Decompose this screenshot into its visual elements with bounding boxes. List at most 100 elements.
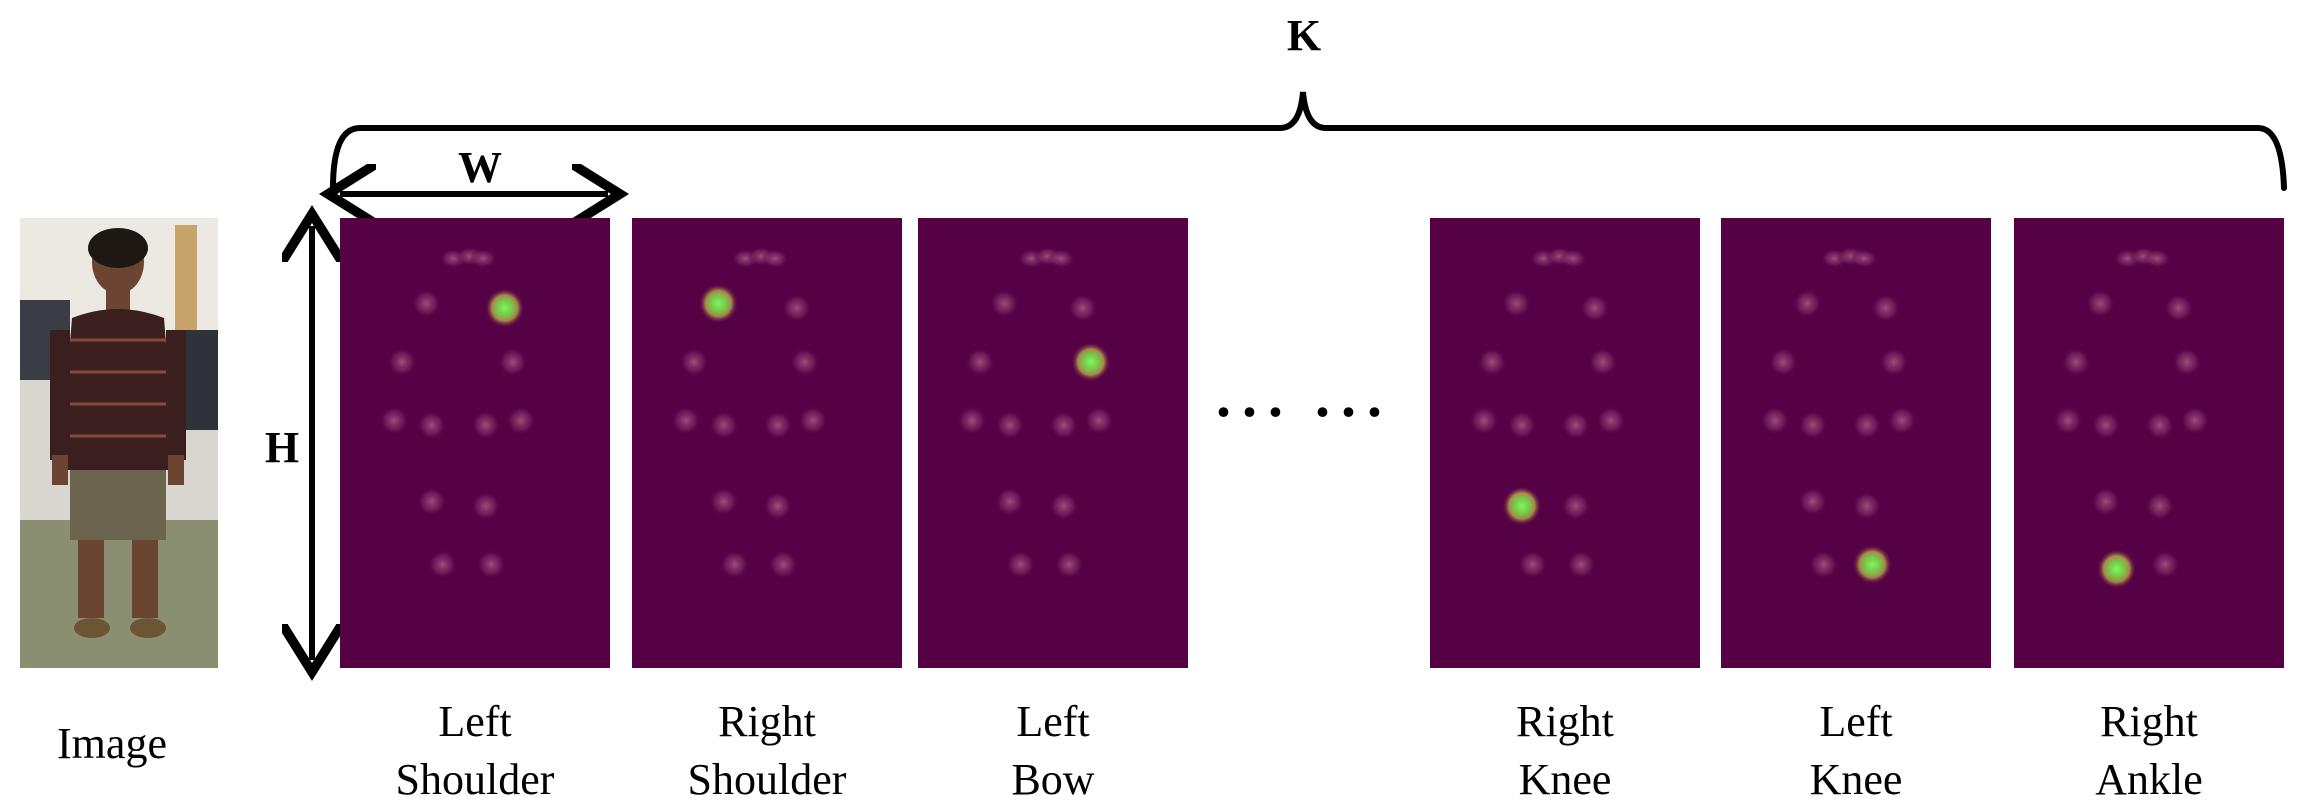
heatmap-background [1721, 218, 1991, 668]
active-joint-peak [1852, 544, 1893, 585]
joint-blob [671, 405, 701, 436]
heatmap-caption-bottom: Shoulder [688, 755, 847, 804]
heatmap-caption-bottom: Knee [1519, 755, 1612, 804]
joint-blob [1560, 491, 1591, 521]
joint-blob [1851, 491, 1882, 521]
face-blob [1047, 248, 1076, 269]
joint-blob [505, 405, 536, 436]
joint-blob [1477, 347, 1508, 377]
joint-blob [416, 410, 447, 440]
joint-blob [2163, 293, 2194, 323]
heatmap-caption-bottom: Shoulder [396, 755, 555, 804]
joint-blob [2085, 288, 2116, 319]
heatmap-caption-top: Left [1819, 697, 1892, 746]
joint-blob [1048, 491, 1079, 521]
joint-blob [2179, 405, 2210, 436]
joint-blob [1566, 549, 1597, 580]
heatmap-background [340, 218, 610, 668]
heatmap-background [632, 218, 902, 668]
face-blob [1559, 248, 1588, 269]
joint-blob [1067, 293, 1098, 323]
joint-blob [416, 486, 447, 517]
joint-blob [994, 486, 1025, 517]
joint-blob [2053, 405, 2083, 436]
joint-blob [427, 549, 458, 580]
face-blob [761, 248, 790, 269]
joint-blob [1760, 405, 1790, 436]
heatmap-caption-top: Right [718, 697, 816, 746]
heatmap-caption-bottom: Bow [1011, 755, 1094, 804]
joint-blob [2061, 347, 2092, 377]
ellipsis: ··· ··· [1213, 379, 1390, 445]
heatmap-caption-bottom: Ankle [2095, 755, 2203, 804]
joint-blob [957, 405, 987, 436]
joint-blob [476, 549, 507, 580]
face-blob [469, 248, 498, 269]
joint-blob [1595, 405, 1626, 436]
heatmap-caption-top: Right [1516, 697, 1614, 746]
joint-blob [470, 410, 501, 440]
k-label: K [1287, 11, 1321, 60]
active-joint-peak [2096, 549, 2137, 589]
heatmap-caption-bottom: Knee [1810, 755, 1903, 804]
joint-blob [411, 288, 442, 319]
joint-blob [1870, 293, 1901, 323]
heatmap-caption-top: Left [438, 697, 511, 746]
joint-blob [719, 549, 750, 580]
heatmap-background [918, 218, 1188, 668]
joint-blob [470, 491, 501, 521]
joint-blob [762, 491, 793, 521]
heatmap-background [1430, 218, 1700, 668]
joint-blob [1851, 410, 1882, 440]
joint-blob [387, 347, 418, 377]
joint-blob [1560, 410, 1591, 440]
joint-blob [1469, 405, 1499, 436]
joint-blob [762, 410, 793, 440]
joint-blob [965, 347, 996, 377]
joint-blob [989, 288, 1020, 319]
heatmap-panels: LeftShoulderRightShoulderLeftBowRightKne… [340, 218, 2284, 804]
person-photo [20, 218, 218, 668]
joint-blob [1792, 288, 1823, 319]
joint-blob [379, 405, 409, 436]
joint-blob [1797, 486, 1828, 517]
joint-blob [679, 347, 710, 377]
joint-blob [2144, 410, 2175, 440]
heatmap-caption-top: Right [2100, 697, 2198, 746]
joint-blob [1808, 549, 1839, 580]
joint-blob [1506, 410, 1537, 440]
joint-blob [1886, 405, 1917, 436]
h-label: H [265, 423, 299, 472]
joint-blob [1517, 549, 1548, 580]
joint-blob [1005, 549, 1036, 580]
joint-blob [2090, 486, 2121, 517]
w-label: W [458, 143, 502, 192]
joint-blob [2150, 549, 2181, 580]
joint-blob [1083, 405, 1114, 436]
joint-blob [2090, 410, 2121, 440]
joint-blob [2171, 347, 2202, 377]
joint-blob [1878, 347, 1909, 377]
joint-blob [1048, 410, 1079, 440]
face-blob [2143, 248, 2172, 269]
joint-blob [1587, 347, 1618, 377]
heatmap-caption-top: Left [1016, 697, 1089, 746]
joint-blob [1054, 549, 1085, 580]
joint-blob [1768, 347, 1799, 377]
joint-blob [497, 347, 528, 377]
k-brace [330, 91, 2287, 191]
joint-blob [2144, 491, 2175, 521]
joint-blob [789, 347, 820, 377]
joint-blob [1797, 410, 1828, 440]
joint-blob [708, 410, 739, 440]
joint-blob [1579, 293, 1610, 323]
joint-blob [797, 405, 828, 436]
joint-blob [708, 486, 739, 517]
active-joint-peak [1501, 486, 1542, 526]
face-blob [1850, 248, 1879, 269]
